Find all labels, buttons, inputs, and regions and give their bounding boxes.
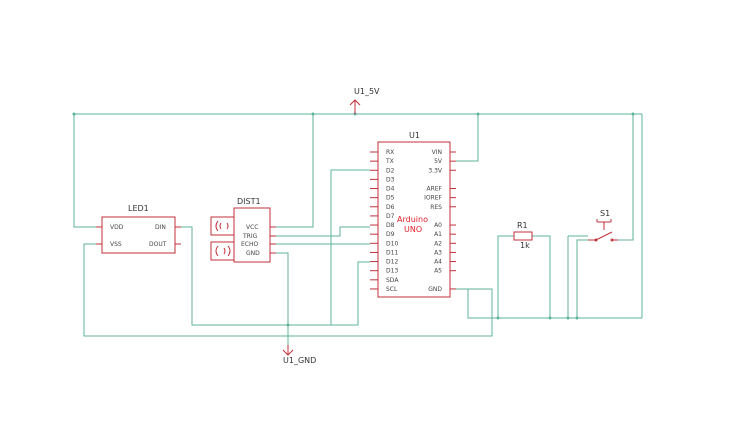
dist1-ref: DIST1 [237,197,261,206]
junction-dot [311,112,315,116]
led1-ref: LED1 [128,204,149,213]
u1-left-pin-label: D13 [386,268,398,275]
wire-s1-left [576,239,588,318]
u1-right-pin-label: A5 [434,268,442,275]
wire-led-vdd [73,114,102,228]
u1-right-pin-label: A1 [434,231,442,238]
switch-actuator-icon [596,219,612,230]
r1-body [513,231,533,241]
u1-right-pin-label: A0 [434,222,442,229]
wire-r1-right [532,235,551,318]
dist1-pin-vcc: VCC [246,224,258,231]
u1-left-pin-label: D8 [386,222,395,229]
wire-u1-5v [456,114,479,162]
u1-name-line2: UNO [404,225,422,234]
u1-ref: U1 [409,131,420,140]
wire-r1-left [497,235,514,318]
switch-terminal-icon [594,238,598,242]
u1-right-pin-label: 3.3V [428,167,443,174]
vcc-label: U1_5V [354,87,380,96]
dist1-pin-echo: ECHO [241,241,258,248]
u1-right-pin-label: VIN [432,149,442,156]
u1-left-pin-label: D3 [386,176,395,183]
u1-right-pin-label: AREF [426,186,442,193]
r1-resistor[interactable]: R1 1k [513,221,533,250]
u1-arduino[interactable]: U1 Arduino UNO RX TX D2D3D4D5D6D7D8D9D10D1… [370,131,456,298]
switch-terminal-icon [610,238,614,242]
u1-left-pin-label: SDA [386,277,399,284]
wire-d12 [288,261,370,326]
gnd-symbol[interactable]: U1_GND [282,345,316,365]
u1-left-pin-label: D2 [386,167,395,174]
dist1-transducer-top [210,216,235,236]
u1-left-pin-label: D6 [386,204,395,211]
led1-body [101,216,176,254]
r1-value: 1k [520,241,530,250]
junction-dot [72,112,76,116]
junctions [72,112,635,327]
u1-right-pin-label: A4 [434,259,442,266]
u1-left-pin-label: TX [385,158,394,165]
wire-u1-gnd [456,288,568,319]
u1-left-pin-label: SCL [386,286,398,293]
wire-dist-trig [270,226,370,237]
junction-dot [286,323,290,327]
u1-right-pin-label: A2 [434,240,442,247]
led1-pin-din: DIN [155,224,166,231]
junction-dot [575,316,579,320]
u1-left-pin-label: D11 [386,249,398,256]
gnd-label: U1_GND [283,356,316,365]
sonar-wave-icon [215,220,229,232]
led1-pin-dout: DOUT [149,241,167,248]
u1-right-pin-label: RES [430,204,442,211]
wire-dist-vcc [270,114,314,228]
gnd-arrow-icon [282,345,294,356]
u1-left-pin-label: D9 [386,231,395,238]
u1-right-pin-label: 5V [434,158,443,165]
junction-dot [476,112,480,116]
u1-right-pin-label: GND [428,286,442,293]
switch-contact-icon [588,231,618,241]
u1-left-pin-label: D4 [386,186,395,193]
led1[interactable]: LED1 VDD DIN VSS DOUT [96,204,181,254]
vcc-arrow-icon [349,99,361,114]
junction-dot [631,112,635,116]
wire-led-din [175,169,370,326]
junction-dot [548,316,552,320]
wire-s1-vcc [618,114,634,241]
u1-right-pin-label: A3 [434,249,442,256]
u1-left-pin-label: D12 [386,259,398,266]
u1-left-pin-label: RX [386,149,394,156]
u1-left-pin-label: D7 [386,213,395,220]
wire-dist-gnd [270,252,289,345]
s1-ref: S1 [600,209,610,218]
r1-ref: R1 [517,221,528,230]
led1-pin-vss: VSS [110,241,122,248]
wire-s1-left2 [567,236,642,319]
sonar-wave-icon [215,245,231,257]
junction-dot [496,316,500,320]
dist1-pin-trig: TRIG [242,233,258,240]
s1-switch[interactable]: S1 [588,209,618,242]
led1-pin-vdd: VDD [110,224,124,231]
u1-left-pin-label: D5 [386,195,395,202]
junction-dot [566,316,570,320]
dist1-pin-gnd: GND [246,250,260,257]
dist1[interactable]: DIST1 VCC TRIG ECHO GND [210,197,276,263]
u1-right-pin-label: IOREF [424,195,442,202]
u1-body [377,141,451,298]
u1-left-pin-label: D10 [386,240,398,247]
u1-name-line1: Arduino [397,215,428,224]
dist1-transducer-bottom [210,241,235,261]
vcc-symbol[interactable]: U1_5V [349,87,380,114]
